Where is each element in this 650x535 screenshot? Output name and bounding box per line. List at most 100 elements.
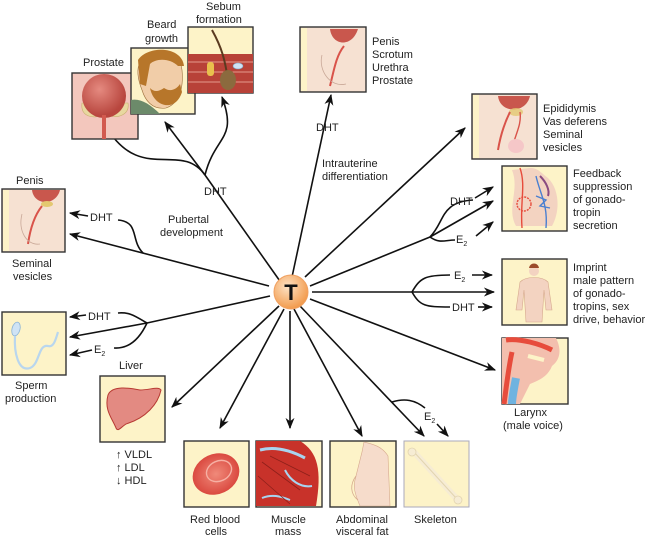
imprint-label-1: Imprint (573, 262, 607, 274)
intrauterine-label: Intrauterine (322, 158, 378, 170)
panel-external-genitalia[interactable]: Penis Scrotum Urethra Prostate (299, 26, 413, 93)
panel-internal-ducts[interactable]: Epididymis Vas deferens Seminal vesicles (471, 93, 608, 160)
penis-pubertal-label-1: Seminal (12, 258, 52, 270)
genitalia-label-2: Scrotum (372, 49, 413, 61)
prostate-label: Prostate (83, 57, 124, 69)
intrauterine-label-1: Intrauterine differentiation (322, 158, 388, 183)
arrow-feedback-e2 (429, 236, 456, 242)
liver-effect-vldl: ↑ VLDL (116, 449, 152, 461)
muscle-label-2: mass (275, 526, 302, 535)
e2-label-sperm: E2 (94, 344, 105, 358)
genitalia-label-4: Prostate (372, 75, 413, 87)
arrow-feedback-dht-head (474, 186, 494, 199)
panel-beard[interactable]: Beard growth (130, 19, 196, 115)
panel-muscle[interactable]: Muscle mass (255, 440, 323, 535)
imprint-label-5: drive, behavior (573, 314, 645, 326)
intrauterine-label-line-2: differentiation (322, 171, 388, 183)
arrow-to-rbc (219, 308, 285, 429)
arrow-sperm-e2-head (68, 348, 93, 358)
arrow-feedback-dht (429, 199, 474, 238)
arrow-feedback-main (429, 200, 494, 238)
genitalia-label-3: Urethra (372, 62, 410, 74)
dht-label-skin: DHT (204, 186, 227, 198)
beard-label-2: growth (145, 33, 178, 45)
genitalia-label-1: Penis (372, 36, 400, 48)
panel-liver[interactable]: Liver ↑ VLDL ↑ LDL ↓ HDL (99, 360, 166, 487)
arrow-sperm-dht (117, 312, 148, 324)
skeleton-label: Skeleton (414, 514, 457, 526)
feedback-label-2: suppression (573, 181, 632, 193)
arrow-penis-dht (117, 219, 144, 254)
center-circle (273, 274, 309, 310)
arrows (68, 93, 497, 437)
dht-label-sperm: DHT (88, 311, 111, 323)
arrow-to-prostate (104, 124, 206, 176)
panel-skeleton[interactable]: Skeleton (403, 440, 470, 526)
panel-sperm[interactable]: Sperm production (1, 311, 67, 405)
arrow-to-external-genitalia (291, 93, 334, 278)
pubertal-label: Pubertal development (160, 214, 223, 239)
panel-rbc[interactable]: Red blood cells (183, 440, 250, 535)
arrow-skeleton-e2 (391, 399, 426, 409)
feedback-label-4: tropin (573, 207, 601, 219)
rbc-label-2: cells (205, 526, 228, 535)
ducts-label-3: Seminal (543, 129, 583, 141)
sperm-label-1: Sperm (15, 380, 47, 392)
imprint-label-4: tropins, sex (573, 301, 630, 313)
center-label: T (284, 280, 298, 305)
arrow-sperm-e2 (113, 322, 148, 349)
dht-label-imprint: DHT (452, 302, 475, 314)
feedback-label-3: of gonado- (573, 194, 626, 206)
imprint-label-3: of gonado- (573, 288, 626, 300)
penis-pubertal-top-label: Penis (16, 175, 44, 187)
imprint-label-2: male pattern (573, 275, 634, 287)
panel-imprint[interactable]: Imprint male pattern of gonado- tropins,… (501, 258, 645, 326)
panel-penis-pubertal[interactable]: Penis Seminal vesicles (1, 175, 66, 283)
pubertal-label-text-line-2: development (160, 227, 223, 239)
dht-label-feedback: DHT (450, 196, 473, 208)
arrow-sperm-main (68, 322, 148, 340)
sperm-label-2: production (5, 393, 56, 405)
arrow-to-fat (293, 308, 363, 437)
arrow-to-internal-ducts (304, 127, 466, 278)
panel-feedback[interactable]: Feedback suppression of gonado- tropin s… (501, 165, 632, 232)
sebum-label-1: Sebum (206, 1, 241, 13)
ducts-label-4: vesicles (543, 142, 583, 154)
ducts-label-2: Vas deferens (543, 116, 608, 128)
e2-label-imprint: E2 (454, 270, 465, 284)
panel-fat[interactable]: Abdominal visceral fat (329, 440, 397, 535)
arrow-to-feedback-branch (309, 236, 431, 287)
pubertal-label-text: Pubertal (168, 214, 209, 226)
larynx-label-2: (male voice) (503, 420, 563, 432)
feedback-label-5: secretion (573, 220, 618, 232)
arrow-sperm-dht-head (68, 311, 87, 321)
arrow-to-beard (164, 121, 206, 176)
dht-label-penis: DHT (90, 212, 113, 224)
testosterone-node[interactable]: T (273, 274, 309, 310)
arrow-feedback-e2-head (475, 221, 494, 237)
arrow-skeleton-e2-head (436, 423, 449, 437)
liver-effect-ldl: ↑ LDL (116, 462, 145, 474)
penis-pubertal-label-2: vesicles (13, 271, 53, 283)
larynx-label-1: Larynx (514, 407, 548, 419)
rbc-label-1: Red blood (190, 514, 240, 526)
muscle-label-1: Muscle (271, 514, 306, 526)
panel-sebum[interactable]: Sebum formation (187, 1, 254, 94)
dht-label-genitalia: DHT (316, 122, 339, 134)
arrow-imprint-e2 (411, 274, 451, 293)
beard-label-1: Beard (147, 19, 176, 31)
ducts-label-1: Epididymis (543, 103, 597, 115)
arrow-to-sebum (204, 95, 230, 176)
arrow-imprint-dht (411, 291, 451, 308)
fat-label-1: Abdominal (336, 514, 388, 526)
panel-prostate[interactable]: Prostate (71, 57, 139, 140)
arrow-center-to-skin-branch (204, 174, 283, 285)
feedback-label-1: Feedback (573, 168, 622, 180)
arrow-to-penis-pubertal (68, 232, 270, 287)
sebum-label-2: formation (196, 14, 242, 26)
arrow-penis-dht-head (68, 210, 89, 220)
e2-label-skeleton: E2 (424, 411, 435, 425)
liver-effect-hdl: ↓ HDL (116, 475, 147, 487)
panel-larynx[interactable]: Larynx (male voice) (501, 337, 569, 432)
